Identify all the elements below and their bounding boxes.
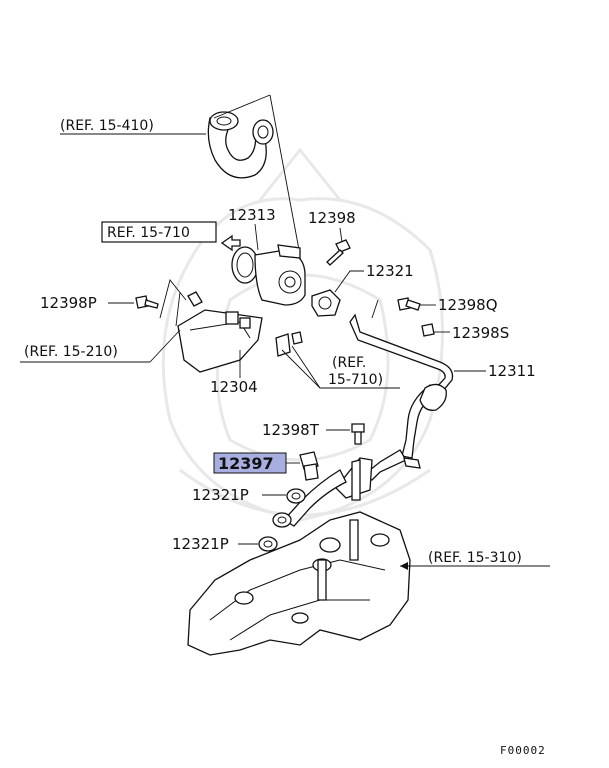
exhaust-manifold [187,511,411,656]
ref-15-310-label: (REF. 15-310) [428,550,522,566]
ref-15-410-label: (REF. 15-410) [60,118,154,134]
egr-pipe-12311 [349,313,454,481]
gasket-12321P-lower [258,536,278,552]
part-12304-label: 12304 [210,378,258,396]
part-12321P-lower-label: 12321P [172,535,229,553]
part-12311-label: 12311 [488,362,536,380]
bolt-12398Q [397,297,421,311]
bolt-12398S [421,323,435,337]
part-12398Q-label: 12398Q [438,296,498,314]
flange-bolts [275,331,303,357]
bolt-12398P [135,295,159,309]
part-12313-label: 12313 [228,206,276,224]
ref-15-710-box [101,221,217,243]
ref-15-710b-line1: (REF. [332,355,366,371]
part-12398T-label: 12398T [262,421,320,439]
part-12397-label: 12397 [218,454,274,473]
gasket-12321 [311,289,341,317]
ref-15-710b-line2: 15-710) [328,372,383,388]
part-12398P-label: 12398P [40,294,97,312]
gasket-12321P-upper [286,488,306,504]
lower-pipe [272,457,373,528]
direction-arrow [220,234,241,252]
leader-arrowhead [400,562,408,570]
part-12321P-upper-label: 12321P [192,486,249,504]
bracket-12304 [177,291,263,373]
watermark-emblem [161,147,444,522]
figure-code: F00002 [500,744,546,757]
ref-15-210-label: (REF. 15-210) [24,344,118,360]
egr-valve [231,244,306,306]
ref-15-710-label: REF. 15-710 [107,225,190,241]
plug-12397 [299,451,319,481]
intake-hose [207,111,274,179]
part-12398-label: 12398 [308,209,356,227]
bolt-12398T [351,423,365,445]
part-12321-label: 12321 [366,262,414,280]
bolt-12398 [326,239,351,266]
part-12398S-label: 12398S [452,324,509,342]
